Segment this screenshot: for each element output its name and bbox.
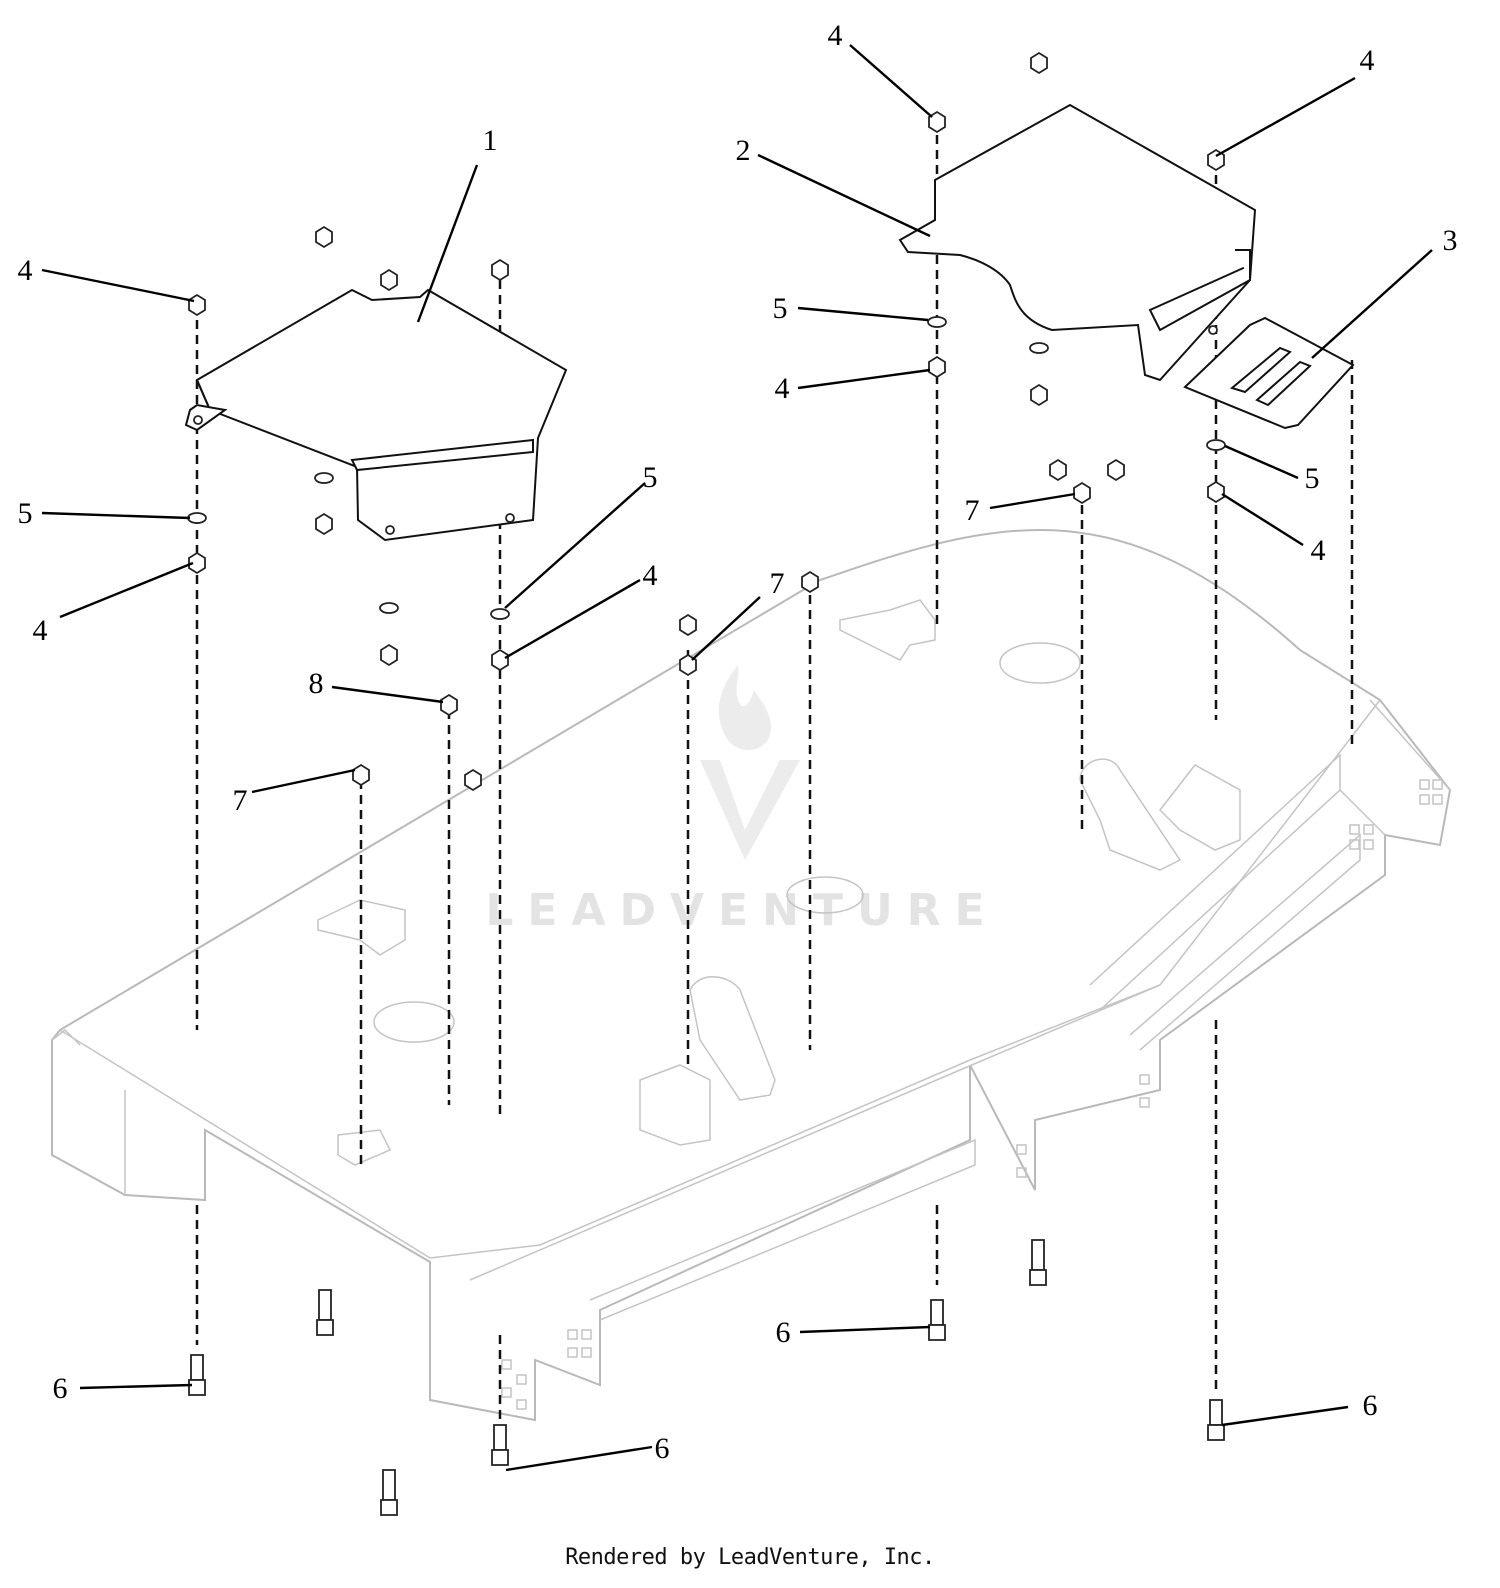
callout-5-left: 5 [18, 497, 33, 530]
footer-credit: Rendered by LeadVenture, Inc. [565, 1545, 935, 1570]
mower-deck [51, 528, 1452, 1422]
callout-6-left: 6 [53, 1372, 68, 1405]
leadventure-watermark: LEADVENTURE [485, 665, 998, 936]
part-3-plate [1183, 316, 1355, 430]
callout-6-center: 6 [655, 1432, 670, 1465]
hex-bolt-icon [188, 1239, 1225, 1516]
hardware [187, 51, 1226, 1516]
callout-4-center-top: 4 [828, 19, 843, 52]
callout-5-right: 5 [1305, 462, 1320, 495]
part-2-right-shield [898, 103, 1257, 382]
callout-6-center-right: 6 [776, 1316, 791, 1349]
callout-4-right-top: 4 [1360, 44, 1375, 77]
flange-nut-icon [188, 51, 1225, 672]
callout-4-left-bottom: 4 [33, 614, 48, 647]
callouts: 1 2 3 4 4 4 4 4 4 4 5 5 5 5 6 6 6 6 7 7 … [18, 19, 1458, 1465]
callout-1: 1 [483, 124, 498, 157]
callout-5-center-right: 5 [773, 292, 788, 325]
leader-lines [41, 44, 1433, 1472]
callout-7-center: 7 [770, 567, 785, 600]
callout-4-left-top: 4 [18, 254, 33, 287]
callout-8: 8 [309, 667, 324, 700]
bolt-icon [352, 458, 1125, 792]
callout-6-right: 6 [1363, 1389, 1378, 1422]
callout-2: 2 [736, 134, 751, 167]
callout-4-center-right: 4 [775, 372, 790, 405]
callout-7-right: 7 [965, 494, 980, 527]
watermark-text: LEADVENTURE [485, 885, 998, 936]
callout-5-center: 5 [643, 461, 658, 494]
callout-7-left: 7 [233, 784, 248, 817]
part-1-left-shield [184, 288, 568, 542]
callout-3: 3 [1443, 224, 1458, 257]
callout-4-right-bottom: 4 [1311, 534, 1326, 567]
callout-4-center: 4 [643, 559, 658, 592]
